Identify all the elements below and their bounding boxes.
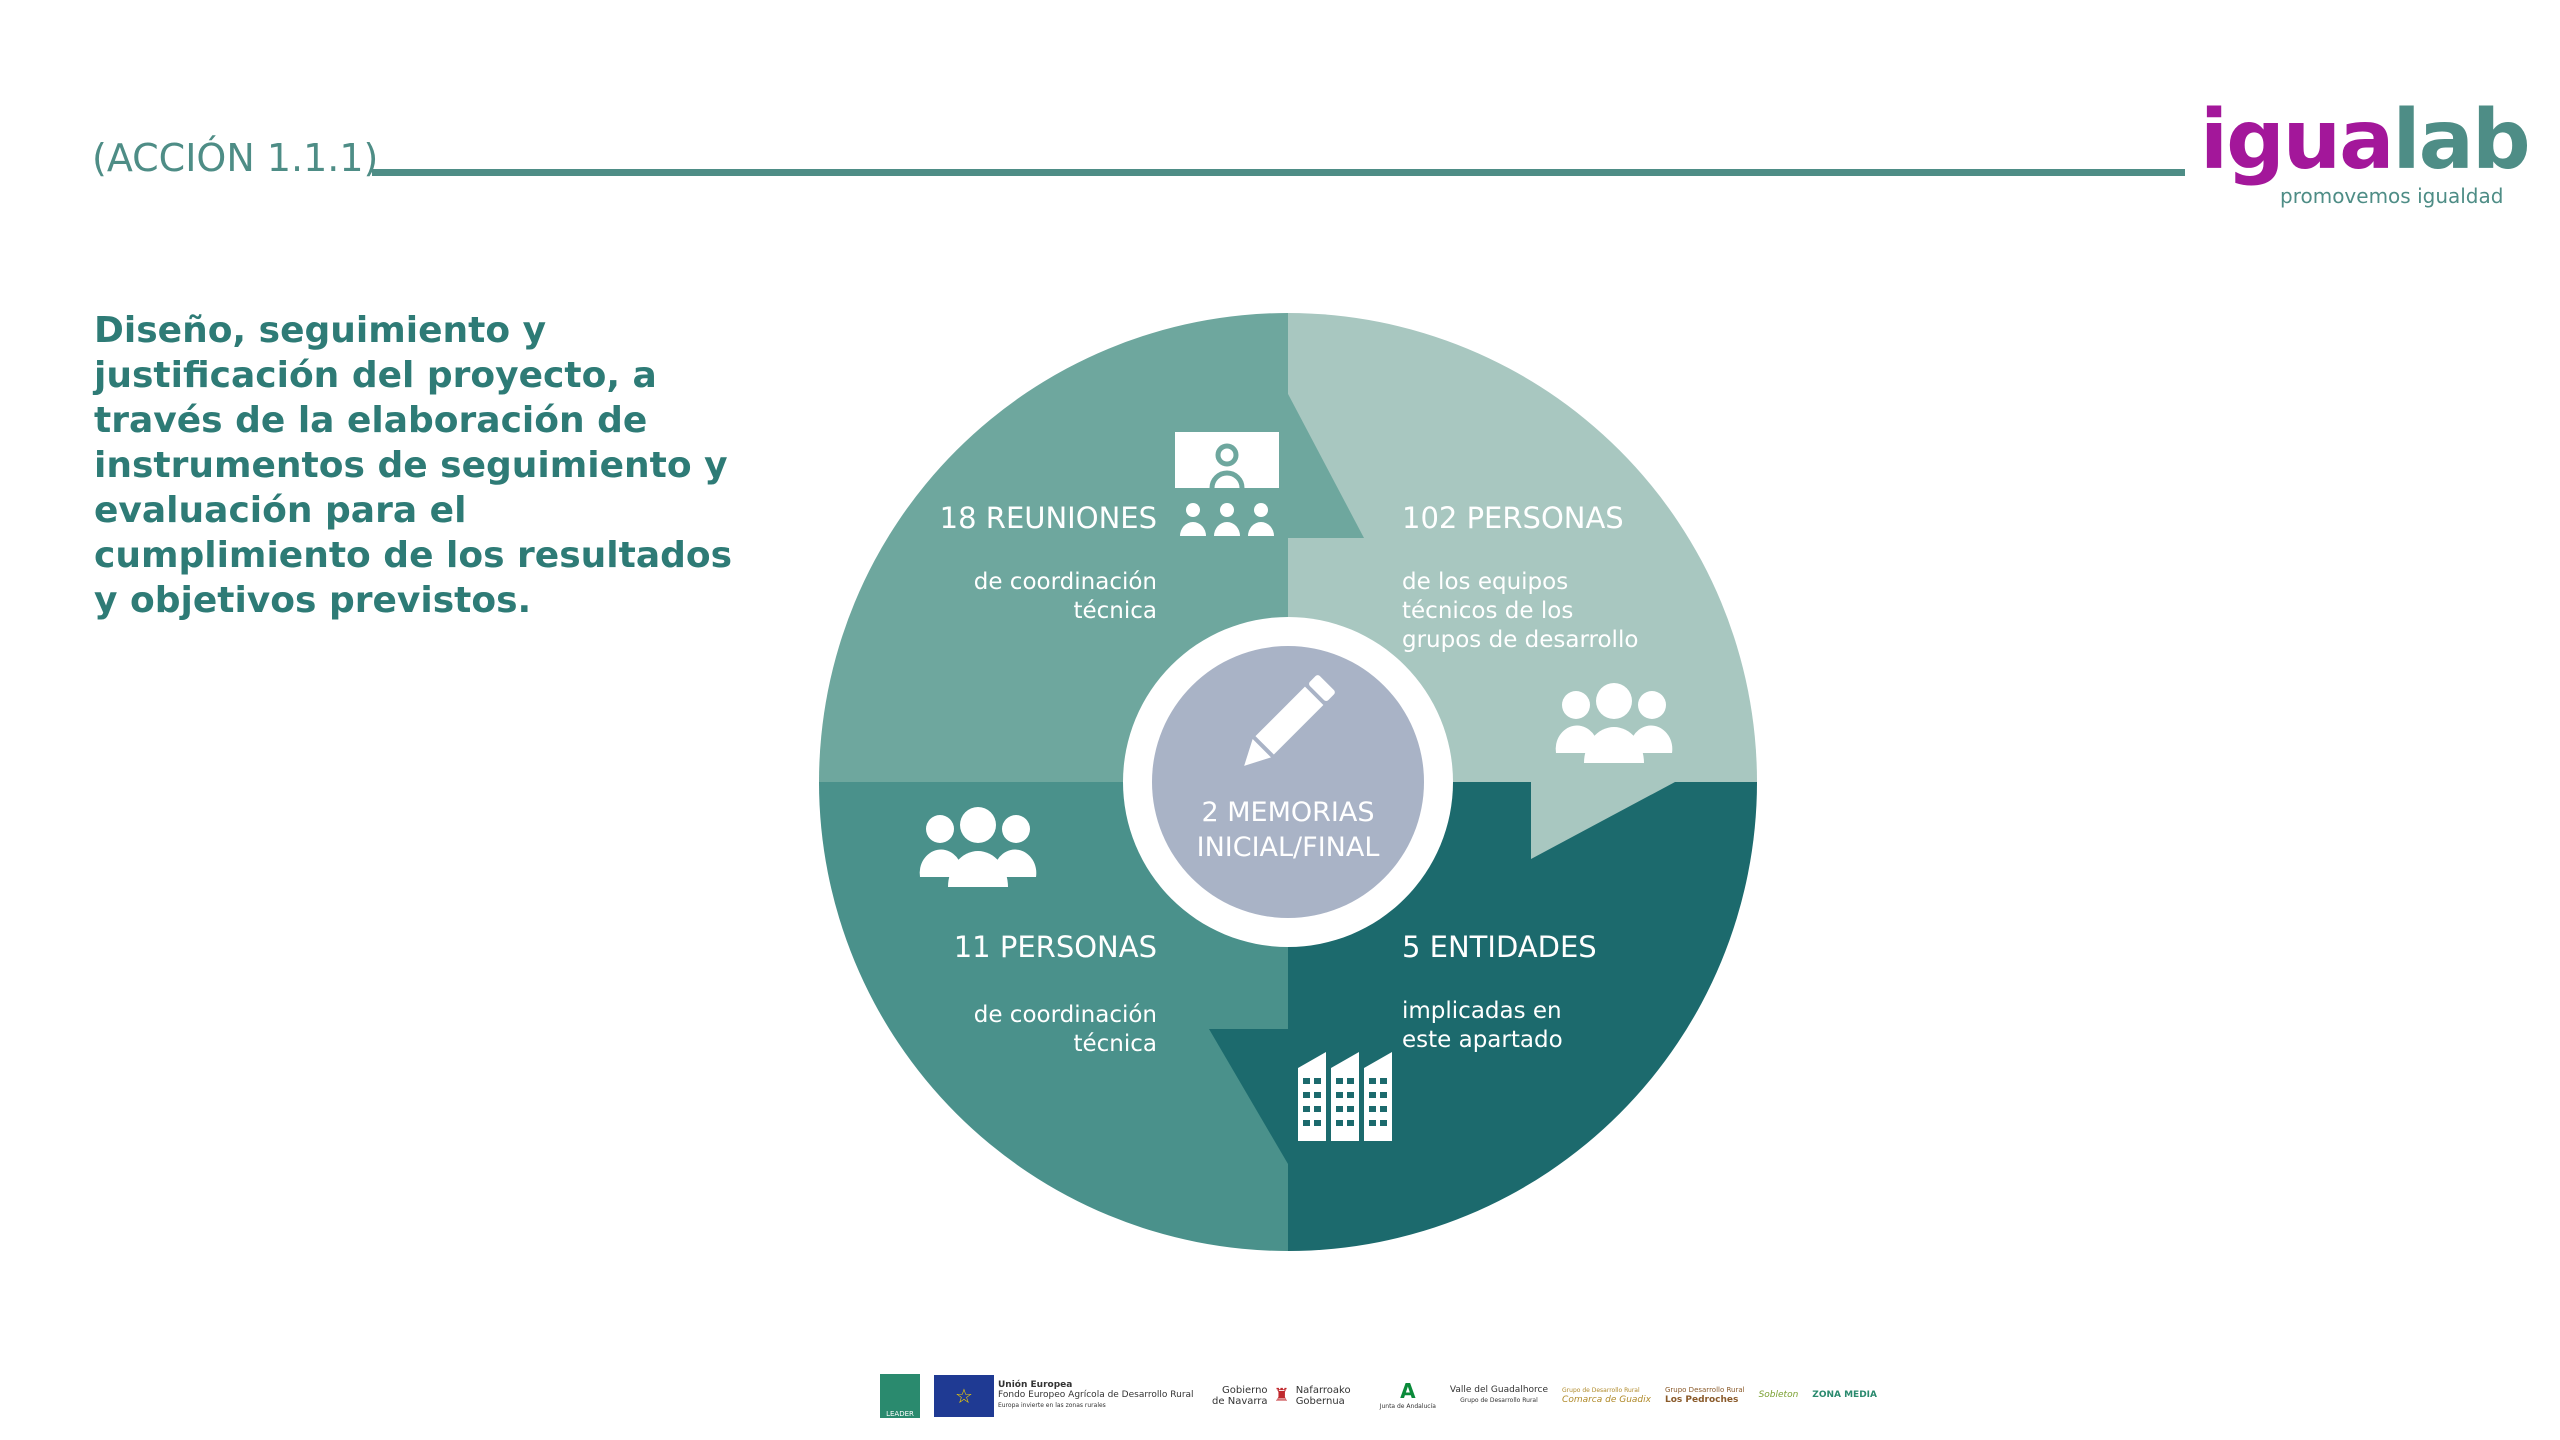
quadrant-bottom-right-tab: [1209, 1029, 1288, 1164]
reuniones-title: 18 REUNIONES: [940, 501, 1157, 535]
center-line2: INICIAL/FINAL: [1197, 832, 1380, 863]
logo-part1: igua: [2200, 93, 2395, 188]
header-divider: [372, 169, 2185, 176]
group-people-icon: [1555, 683, 1673, 763]
personas-102-title: 102 PERSONAS: [1402, 501, 1624, 535]
action-label: (ACCIÓN 1.1.1): [92, 136, 379, 180]
zona-media-logo: ZONA MEDIA: [1812, 1390, 1877, 1401]
group-people-icon: [919, 807, 1037, 887]
leader-logo: LEADER: [880, 1374, 920, 1418]
sobleton-logo: Sobleton: [1758, 1390, 1799, 1401]
description-text: Diseño, seguimiento y justificación del …: [94, 310, 733, 621]
center-line1: 2 MEMORIAS: [1202, 797, 1375, 828]
buildings-icon: [1298, 1052, 1392, 1141]
personas-102-line: grupos de desarrollo: [1402, 627, 1638, 653]
entidades-title: 5 ENTIDADES: [1402, 930, 1597, 964]
personas-102-line: de los equipos: [1402, 569, 1568, 595]
personas-102-line: técnicos de los: [1402, 598, 1573, 624]
navarra-logo: Gobierno de Navarra♜Nafarroako Gobernua: [1212, 1385, 1351, 1407]
igualab-logo: igualab promovemos igualdad: [2200, 100, 2531, 220]
center-circle: [1152, 646, 1424, 918]
personas-11-line: técnica: [1073, 1031, 1157, 1057]
quadrant-top-right-tab: [1531, 782, 1675, 859]
personas-11-line: de coordinación: [974, 1002, 1157, 1028]
eu-flag-icon: ☆: [934, 1375, 994, 1417]
logo-part2: lab: [2392, 93, 2531, 188]
entidades-line: este apartado: [1402, 1027, 1563, 1053]
personas-11-title: 11 PERSONAS: [954, 930, 1157, 964]
logo-tagline: promovemos igualdad: [2280, 184, 2504, 208]
reuniones-line: de coordinación: [974, 569, 1157, 595]
meeting-presentation-icon: [1175, 432, 1279, 536]
reuniones-line: técnica: [1073, 598, 1157, 624]
quadrant-top-left-tab: [1287, 392, 1364, 538]
pencil-icon: [1244, 675, 1335, 766]
entidades-line: implicadas en: [1402, 998, 1562, 1024]
